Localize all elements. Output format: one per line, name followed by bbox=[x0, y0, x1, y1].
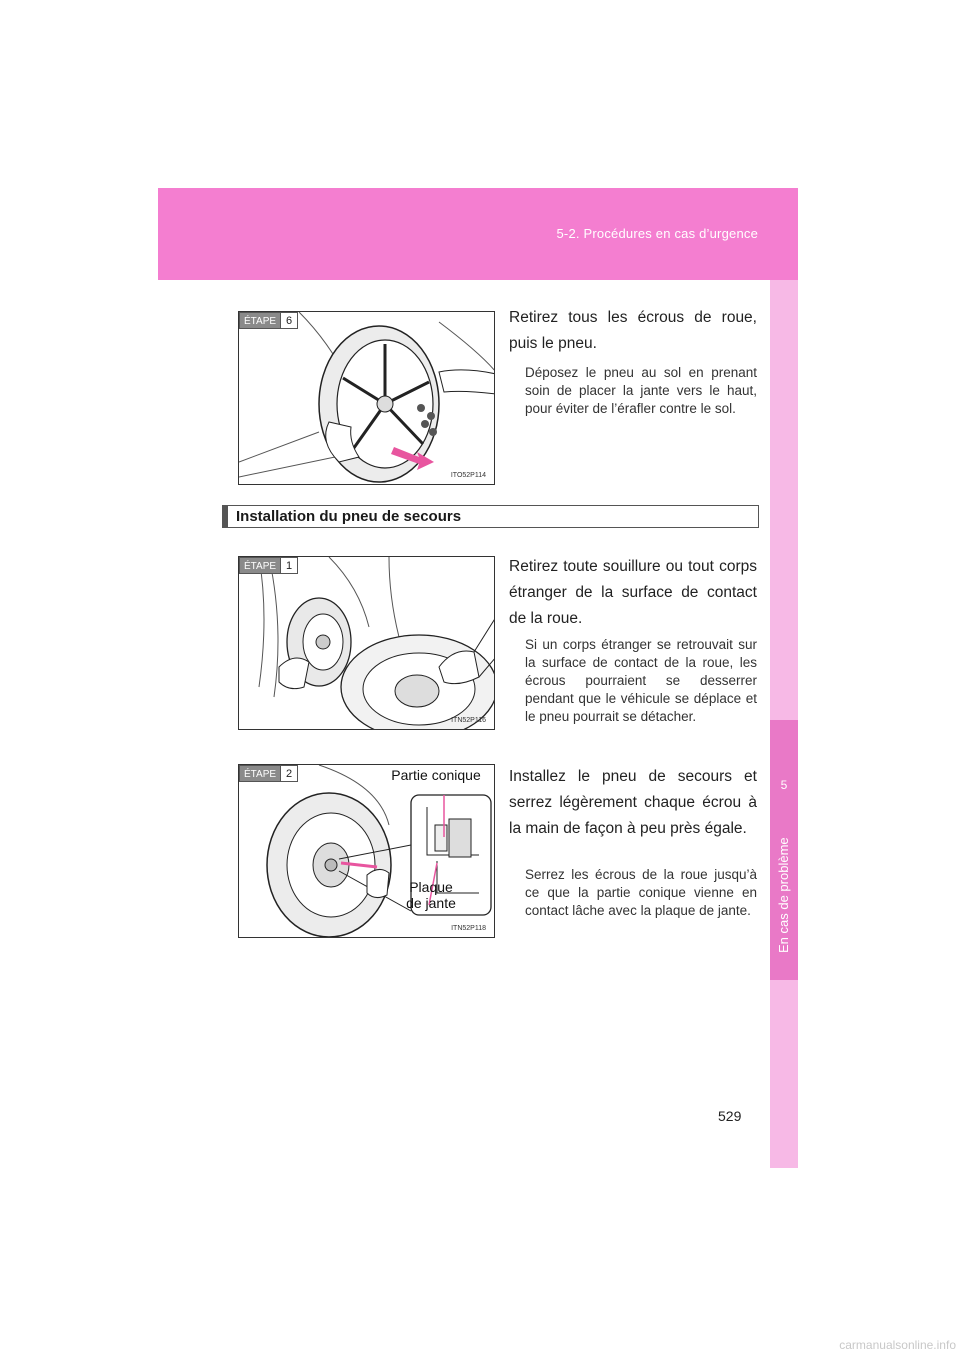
header-band: 5-2. Procédures en cas d’urgence bbox=[158, 188, 798, 280]
chapter-heading: 5-2. Procédures en cas d’urgence bbox=[556, 226, 758, 241]
step-2-instruction: Installez le pneu de secours et serrez l… bbox=[509, 768, 757, 837]
figure-step-2: ÉTAPE 2 ITN52P118 Partie conique Plaque … bbox=[238, 764, 495, 938]
watermark: carmanualsonline.info bbox=[839, 1338, 956, 1352]
section-heading: Installation du pneu de secours bbox=[222, 505, 759, 528]
step-badge: ÉTAPE 6 bbox=[239, 312, 299, 329]
illustration-clean-hub bbox=[258, 557, 494, 729]
step-6-note: Déposez le pneu au sol en prenant soin d… bbox=[525, 365, 757, 416]
step-badge: ÉTAPE 1 bbox=[239, 557, 299, 574]
callout-conical-part: Partie conique bbox=[391, 767, 481, 783]
step-2-note: Serrez les écrous de la roue jusqu’à ce … bbox=[525, 867, 757, 918]
section-marker bbox=[223, 506, 228, 527]
side-tab-active[interactable]: 5 En cas de problème bbox=[770, 720, 798, 980]
figure-step-1: ÉTAPE 1 ITN52P116 bbox=[238, 556, 495, 730]
side-tab-label: En cas de problème bbox=[776, 837, 791, 953]
illustration-remove-tire bbox=[239, 312, 494, 483]
side-tab-number: 5 bbox=[780, 778, 788, 792]
figure-step-6: ÉTAPE 6 ITO52P114 bbox=[238, 311, 495, 485]
step-6-instruction: Retirez tous les écrous de roue, puis le… bbox=[509, 309, 757, 352]
step-badge: ÉTAPE 2 bbox=[239, 765, 299, 782]
figure-code: ITN52P118 bbox=[451, 925, 486, 932]
section-title: Installation du pneu de secours bbox=[236, 508, 462, 525]
figure-code: ITO52P114 bbox=[450, 472, 486, 479]
step-1-note: Si un corps étranger se retrouvait sur l… bbox=[525, 637, 757, 724]
page-number: 529 bbox=[718, 1108, 742, 1124]
callout-rim-plate: Plaque de jante bbox=[406, 879, 456, 911]
figure-code: ITN52P116 bbox=[451, 717, 486, 724]
step-1-instruction: Retirez toute souillure ou tout corps ét… bbox=[509, 558, 757, 627]
illustration-install-spare bbox=[266, 765, 492, 937]
